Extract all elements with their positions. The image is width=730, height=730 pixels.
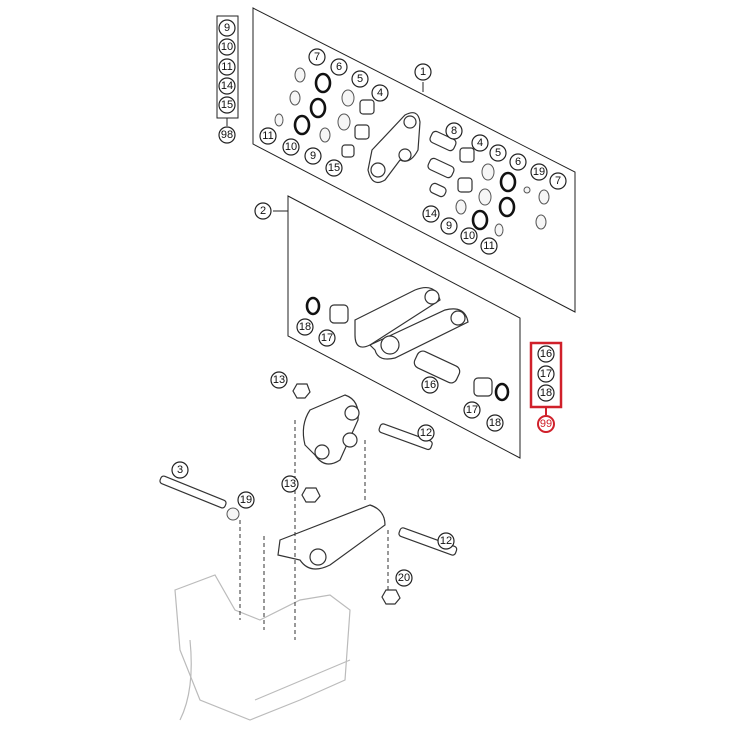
svg-text:18: 18 bbox=[299, 321, 311, 333]
callout[interactable]: 11 bbox=[259, 127, 277, 145]
svg-text:19: 19 bbox=[533, 166, 545, 178]
svg-text:7: 7 bbox=[314, 51, 320, 63]
callout[interactable]: 13 bbox=[270, 371, 288, 389]
kit-1-parts bbox=[274, 67, 550, 237]
callout[interactable]: 7 bbox=[308, 48, 326, 66]
callout[interactable]: 7 bbox=[549, 172, 567, 190]
svg-text:98: 98 bbox=[221, 129, 233, 141]
callout[interactable]: 6 bbox=[509, 153, 527, 171]
kit-2-frame bbox=[287, 195, 521, 459]
callout[interactable]: 17 bbox=[463, 401, 481, 419]
callout[interactable]: 19 bbox=[530, 163, 548, 181]
kit-2-callout[interactable]: 2 bbox=[254, 202, 272, 220]
kit-1-frame bbox=[252, 7, 576, 313]
svg-text:13: 13 bbox=[284, 478, 296, 490]
callout[interactable]: 18 bbox=[537, 384, 555, 402]
svg-text:99: 99 bbox=[540, 418, 552, 430]
svg-text:9: 9 bbox=[446, 220, 452, 232]
kit-2-callouts: 2 18 17 16 17 18 bbox=[254, 202, 504, 432]
callout[interactable]: 17 bbox=[318, 329, 336, 347]
svg-text:17: 17 bbox=[540, 368, 552, 380]
svg-text:19: 19 bbox=[240, 494, 252, 506]
callout[interactable]: 10 bbox=[218, 38, 236, 56]
assembly-callouts: 13 12 3 19 13 12 20 bbox=[171, 371, 455, 587]
svg-text:6: 6 bbox=[515, 156, 521, 168]
svg-text:16: 16 bbox=[540, 348, 552, 360]
svg-text:11: 11 bbox=[483, 240, 494, 252]
kit-2-parts bbox=[305, 287, 510, 402]
callout[interactable]: 11 bbox=[480, 237, 498, 255]
svg-text:12: 12 bbox=[440, 535, 452, 547]
callout[interactable]: 4 bbox=[471, 134, 489, 152]
kit-1-callout[interactable]: 1 bbox=[414, 63, 432, 81]
callout[interactable]: 3 bbox=[171, 461, 189, 479]
left-legend: 9 10 11 14 15 98 bbox=[218, 19, 236, 144]
svg-text:4: 4 bbox=[477, 137, 483, 149]
svg-text:17: 17 bbox=[321, 332, 333, 344]
svg-text:14: 14 bbox=[221, 80, 233, 92]
kit-1-callouts: 1 7 6 5 4 11 10 9 15 8 4 5 6 19 7 14 9 1… bbox=[259, 48, 567, 255]
kit-98-callout[interactable]: 98 bbox=[218, 126, 236, 144]
svg-text:1: 1 bbox=[420, 66, 426, 78]
callout[interactable]: 5 bbox=[351, 70, 369, 88]
svg-text:15: 15 bbox=[328, 162, 340, 174]
callout[interactable]: 18 bbox=[486, 414, 504, 432]
callout[interactable]: 10 bbox=[460, 227, 478, 245]
callout[interactable]: 15 bbox=[218, 96, 236, 114]
svg-text:13: 13 bbox=[273, 374, 285, 386]
callout[interactable]: 16 bbox=[421, 376, 439, 394]
svg-text:18: 18 bbox=[489, 417, 501, 429]
callout[interactable]: 18 bbox=[296, 318, 314, 336]
callout[interactable]: 13 bbox=[281, 475, 299, 493]
kit-99-callout[interactable]: 99 bbox=[537, 415, 555, 433]
callout[interactable]: 12 bbox=[437, 532, 455, 550]
svg-text:14: 14 bbox=[425, 208, 437, 220]
callout[interactable]: 11 bbox=[218, 58, 236, 76]
svg-text:16: 16 bbox=[424, 379, 436, 391]
svg-text:2: 2 bbox=[260, 205, 266, 217]
svg-text:12: 12 bbox=[420, 427, 432, 439]
callout[interactable]: 14 bbox=[422, 205, 440, 223]
svg-text:17: 17 bbox=[466, 404, 478, 416]
callout[interactable]: 9 bbox=[304, 147, 322, 165]
callout[interactable]: 19 bbox=[237, 491, 255, 509]
callout[interactable]: 8 bbox=[445, 122, 463, 140]
callout[interactable]: 4 bbox=[371, 84, 389, 102]
svg-text:11: 11 bbox=[262, 130, 273, 142]
svg-text:9: 9 bbox=[310, 150, 316, 162]
svg-text:10: 10 bbox=[221, 41, 233, 53]
callout[interactable]: 17 bbox=[537, 365, 555, 383]
callout[interactable]: 10 bbox=[282, 138, 300, 156]
callout[interactable]: 15 bbox=[325, 159, 343, 177]
callout[interactable]: 9 bbox=[440, 217, 458, 235]
svg-text:9: 9 bbox=[224, 22, 230, 34]
highlight-legend: 16 17 18 99 bbox=[537, 345, 555, 433]
svg-text:7: 7 bbox=[555, 175, 561, 187]
svg-text:5: 5 bbox=[495, 147, 501, 159]
linkage-assembly bbox=[159, 383, 458, 721]
svg-text:3: 3 bbox=[177, 464, 183, 476]
svg-text:5: 5 bbox=[357, 73, 363, 85]
svg-text:11: 11 bbox=[221, 61, 232, 73]
callout[interactable]: 9 bbox=[218, 19, 236, 37]
svg-text:6: 6 bbox=[336, 61, 342, 73]
callout[interactable]: 20 bbox=[395, 569, 413, 587]
svg-text:8: 8 bbox=[451, 125, 457, 137]
callout[interactable]: 12 bbox=[417, 424, 435, 442]
svg-text:20: 20 bbox=[398, 572, 410, 584]
callout[interactable]: 5 bbox=[489, 144, 507, 162]
svg-text:4: 4 bbox=[377, 87, 383, 99]
callout[interactable]: 6 bbox=[330, 58, 348, 76]
svg-text:18: 18 bbox=[540, 387, 552, 399]
svg-text:10: 10 bbox=[285, 141, 297, 153]
callout[interactable]: 14 bbox=[218, 77, 236, 95]
svg-text:10: 10 bbox=[463, 230, 475, 242]
svg-text:15: 15 bbox=[221, 99, 233, 111]
callout[interactable]: 16 bbox=[537, 345, 555, 363]
